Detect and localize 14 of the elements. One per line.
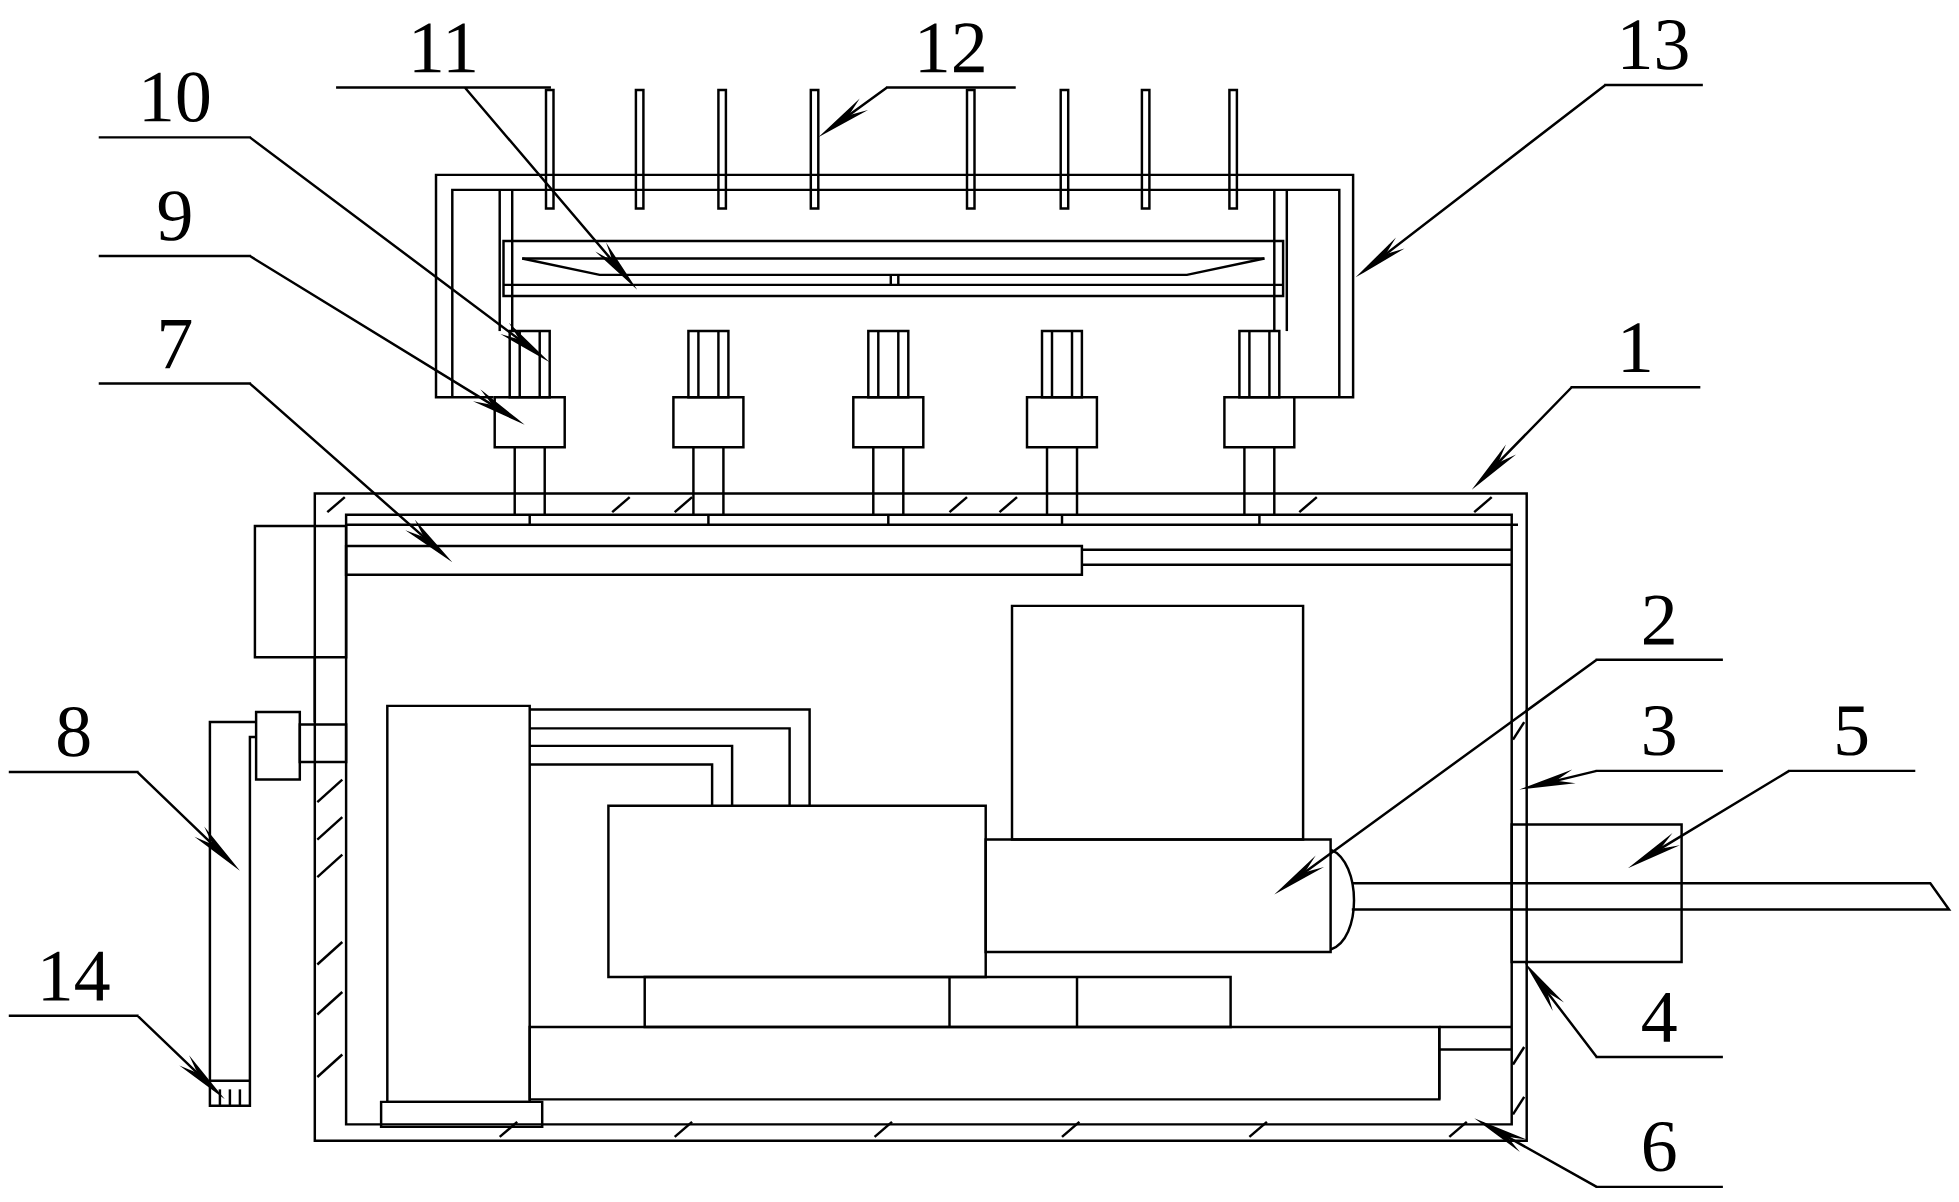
callout-number: 1: [1623, 323, 1650, 372]
callout-number: 8: [58, 707, 90, 757]
callout-number: 2: [1644, 595, 1674, 645]
callout-number: 12: [920, 23, 984, 73]
callout-number: 7: [161, 319, 192, 369]
callout-number: 9: [158, 191, 191, 241]
callout-number: 11: [414, 23, 475, 73]
callout-number: 10: [144, 72, 209, 123]
callout-number: 14: [43, 951, 110, 1001]
callout-number: 3: [1644, 706, 1675, 756]
callout-number: 6: [1643, 1122, 1676, 1172]
callout-number: 4: [1642, 993, 1677, 1042]
callout-number: 5: [1837, 706, 1868, 756]
callout-number: 13: [1623, 20, 1688, 70]
